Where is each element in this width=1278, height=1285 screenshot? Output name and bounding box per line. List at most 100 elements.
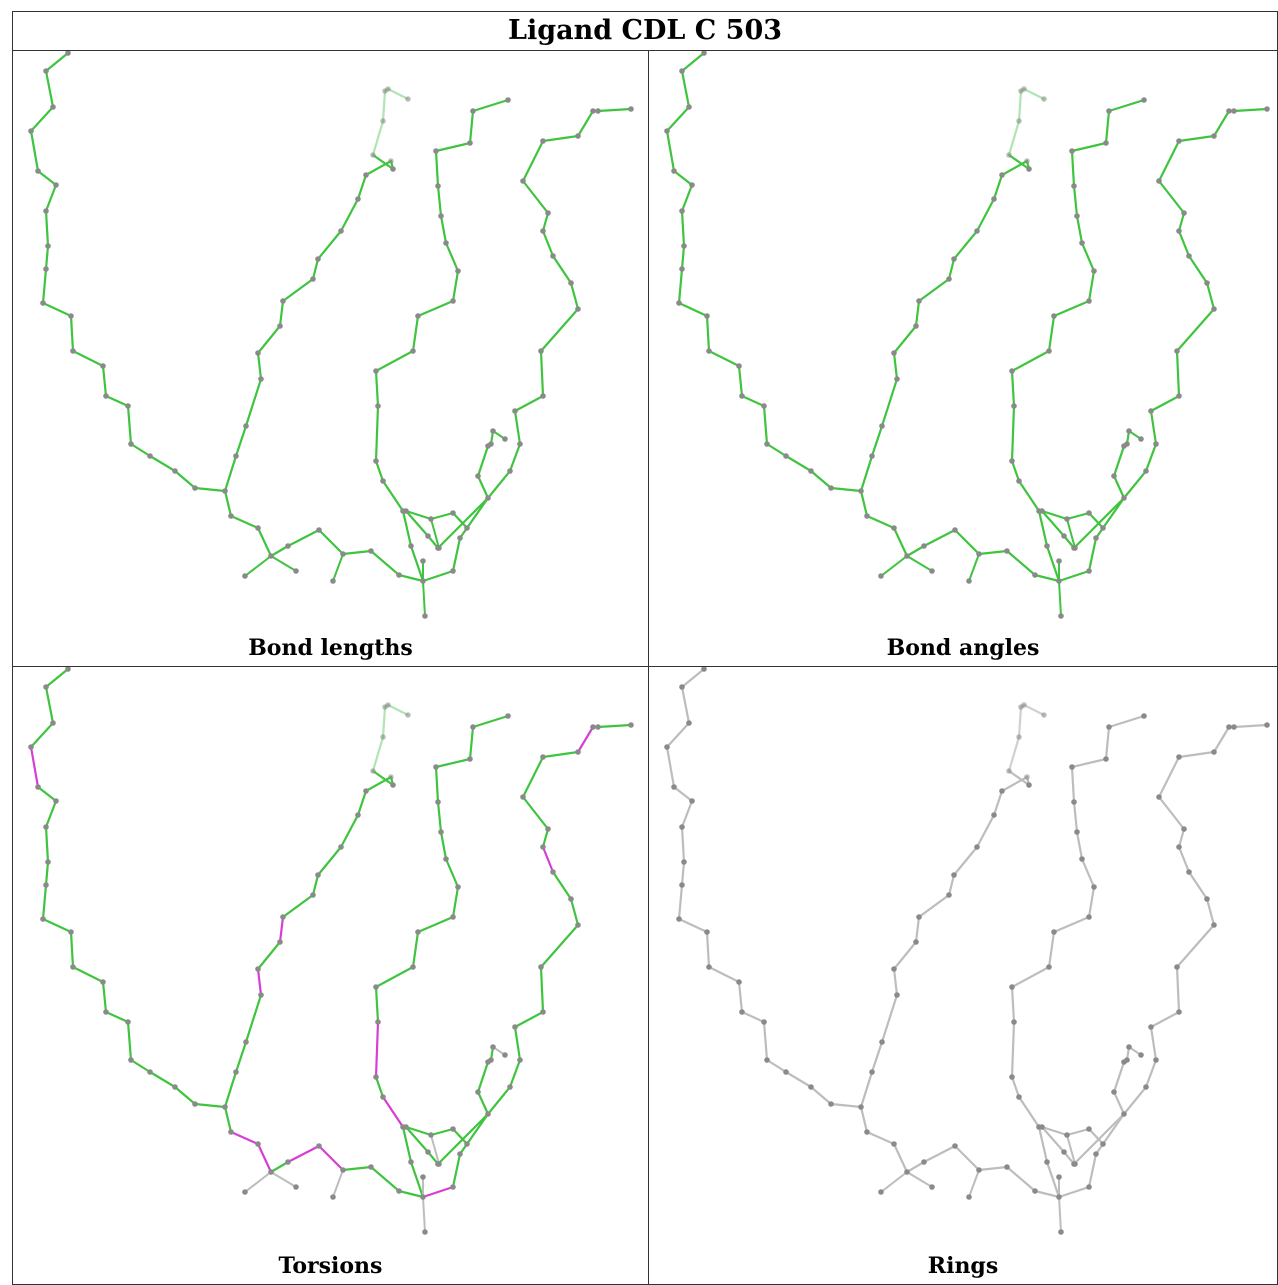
bond-bond-angles-68 bbox=[1070, 141, 1108, 153]
atom-bond-angles-4 bbox=[671, 168, 677, 174]
bond-rings-67 bbox=[1070, 765, 1076, 804]
bond-torsions-57 bbox=[374, 1075, 385, 1099]
atom-torsions-6 bbox=[43, 824, 49, 830]
bond-bond-lengths-51 bbox=[476, 444, 490, 478]
atom-rings-84 bbox=[1186, 869, 1192, 875]
atom-bond-angles-82 bbox=[1211, 306, 1217, 312]
bond-rings-76 bbox=[1072, 1112, 1126, 1166]
bond-bond-angles-37 bbox=[859, 489, 869, 518]
atom-rings-85 bbox=[1176, 844, 1182, 850]
atom-torsions-97 bbox=[420, 1174, 426, 1180]
bond-rings-13 bbox=[740, 1010, 766, 1024]
bond-bond-angles-19 bbox=[859, 454, 874, 493]
atom-bond-angles-39 bbox=[891, 525, 897, 531]
atom-bond-angles-7 bbox=[681, 243, 687, 249]
atom-torsions-28 bbox=[338, 844, 344, 850]
bond-bond-lengths-95 bbox=[332, 553, 344, 582]
bond-torsions-60 bbox=[374, 965, 415, 989]
atom-bond-angles-66 bbox=[1074, 213, 1080, 219]
atom-rings-9 bbox=[676, 916, 682, 922]
bond-bond-lengths-6 bbox=[44, 209, 50, 248]
atom-bond-angles-48 bbox=[1093, 535, 1099, 541]
bond-torsions-90 bbox=[576, 725, 595, 754]
bond-bond-lengths-14 bbox=[126, 404, 133, 446]
atom-bond-lengths-95 bbox=[330, 578, 336, 584]
bond-torsions-63 bbox=[451, 885, 460, 919]
atom-bond-angles-5 bbox=[689, 182, 695, 188]
bond-rings-44 bbox=[1005, 1165, 1037, 1193]
bond-bond-angles-72 bbox=[1065, 511, 1091, 521]
bond-rings-17 bbox=[809, 1085, 833, 1106]
bond-bond-angles-89 bbox=[1177, 134, 1216, 143]
atom-bond-angles-34 bbox=[1016, 118, 1022, 124]
bond-rings-95 bbox=[968, 1169, 980, 1198]
atom-torsions-96 bbox=[422, 1229, 428, 1235]
figure-title: Ligand CDL C 503 bbox=[507, 15, 783, 46]
atom-rings-40 bbox=[904, 1169, 910, 1175]
atom-torsions-14 bbox=[125, 1019, 131, 1025]
atom-rings-55 bbox=[1044, 1159, 1050, 1165]
bond-rings-82 bbox=[1175, 923, 1216, 969]
atom-rings-19 bbox=[858, 1104, 864, 1110]
bond-torsions-2 bbox=[29, 721, 55, 749]
bond-bond-angles-82 bbox=[1175, 307, 1216, 353]
bond-bond-angles-88 bbox=[1157, 139, 1181, 183]
atom-rings-78 bbox=[1153, 1057, 1159, 1063]
bond-bond-angles-96 bbox=[1058, 580, 1062, 617]
bond-torsions-33 bbox=[371, 735, 385, 773]
atom-rings-2 bbox=[686, 720, 692, 726]
bond-rings-30 bbox=[1000, 775, 1029, 793]
bond-bond-lengths-94 bbox=[270, 555, 297, 572]
atom-rings-25 bbox=[916, 914, 922, 920]
bond-bond-lengths-22 bbox=[256, 351, 263, 381]
bond-bond-angles-70 bbox=[1107, 98, 1146, 113]
bond-rings-42 bbox=[953, 1144, 981, 1172]
atom-rings-22 bbox=[894, 992, 900, 998]
bond-rings-86 bbox=[1177, 827, 1186, 849]
atom-rings-45 bbox=[1032, 1188, 1038, 1194]
bond-torsions-21 bbox=[244, 993, 263, 1044]
atom-bond-lengths-82 bbox=[575, 306, 581, 312]
bond-torsions-47 bbox=[451, 1152, 462, 1189]
bond-rings-7 bbox=[680, 860, 686, 887]
atom-bond-lengths-7 bbox=[45, 243, 51, 249]
bond-torsions-74 bbox=[404, 1125, 430, 1154]
bond-bond-angles-6 bbox=[680, 209, 686, 248]
atom-bond-lengths-3 bbox=[28, 128, 34, 134]
atom-bond-lengths-18 bbox=[192, 485, 198, 491]
bond-torsions-95 bbox=[332, 1169, 344, 1198]
atom-rings-60 bbox=[1009, 984, 1015, 990]
bond-rings-28 bbox=[975, 813, 996, 849]
bond-bond-angles-64 bbox=[1080, 241, 1096, 273]
bond-bond-lengths-15 bbox=[129, 442, 152, 458]
atom-torsions-10 bbox=[68, 929, 74, 935]
atom-bond-lengths-72 bbox=[450, 510, 456, 516]
bond-torsions-22 bbox=[256, 967, 263, 997]
atom-rings-8 bbox=[679, 882, 685, 888]
bond-rings-62 bbox=[1052, 915, 1091, 934]
bond-bond-angles-60 bbox=[1010, 349, 1051, 373]
bond-torsions-4 bbox=[36, 785, 58, 803]
atom-bond-angles-77 bbox=[1143, 468, 1149, 474]
atom-bond-angles-90 bbox=[1226, 108, 1232, 114]
bond-bond-lengths-59 bbox=[374, 369, 380, 408]
atom-rings-18 bbox=[828, 1101, 834, 1107]
atom-bond-lengths-64 bbox=[455, 268, 461, 274]
atom-bond-lengths-65 bbox=[443, 240, 449, 246]
atom-torsions-50 bbox=[485, 1111, 491, 1117]
bond-rings-26 bbox=[947, 873, 956, 897]
bond-bond-lengths-61 bbox=[411, 314, 420, 353]
bond-bond-lengths-86 bbox=[541, 211, 550, 233]
bond-rings-65 bbox=[1075, 830, 1084, 861]
atom-bond-lengths-62 bbox=[415, 313, 421, 319]
atom-torsions-31 bbox=[388, 774, 394, 780]
bond-torsions-41 bbox=[286, 1144, 321, 1164]
bond-bond-lengths-29 bbox=[356, 173, 368, 201]
atom-bond-lengths-6 bbox=[43, 208, 49, 214]
bond-bond-angles-22 bbox=[892, 351, 899, 381]
bond-torsions-39 bbox=[256, 1142, 273, 1174]
atom-rings-99 bbox=[1138, 1052, 1144, 1058]
bond-rings-1 bbox=[680, 685, 691, 725]
atom-torsions-27 bbox=[315, 872, 321, 878]
bond-bond-lengths-92 bbox=[596, 107, 633, 113]
